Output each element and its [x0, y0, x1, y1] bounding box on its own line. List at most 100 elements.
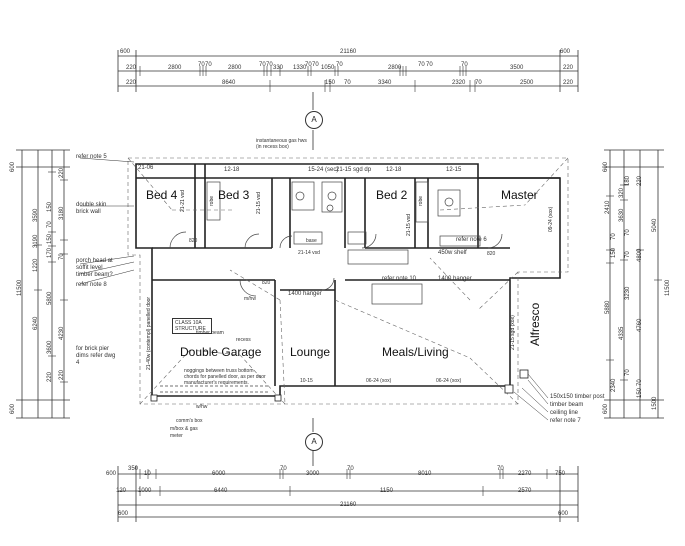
note-refer-8: refer note 8	[76, 282, 107, 288]
bottom-dim-r4-0: 600	[118, 511, 129, 517]
note-timber-beam: timber beam?	[76, 272, 113, 278]
top-dim-r3-4: 3340	[378, 80, 392, 86]
right-dim-mid-3: 4800	[637, 248, 643, 262]
right-dim-mid-6: 4335	[619, 326, 625, 340]
room-bed3: Bed 3	[218, 188, 250, 202]
right-dim-inner-8: 2340	[611, 378, 617, 392]
top-dim-r2-4: 2800	[228, 65, 242, 71]
right-dim-mid-1: 3630	[619, 208, 625, 222]
note-double-skin: double skin brick wall	[76, 202, 107, 215]
note-class-10a: CLASS 10A STRUCTURE	[172, 318, 212, 334]
note-code-0624b: 06-24 (xox)	[436, 378, 462, 384]
right-dim-bottom-600: 600	[603, 403, 609, 414]
top-dim-overall: 21160	[340, 49, 357, 55]
bottom-dim-r1-0: 600	[106, 471, 117, 477]
left-dim-top-600: 600	[10, 161, 16, 172]
top-dim-r3-8: 220	[563, 80, 574, 86]
note-post-150: 150x150 timber post	[550, 394, 605, 400]
top-dim-r2-0: 220	[126, 65, 137, 71]
left-dim-inner-6: 70	[59, 253, 65, 260]
top-dim-r2-14: 70	[418, 62, 425, 68]
top-dim-r3-2: 150	[325, 80, 336, 86]
top-dim-r2-10: 70	[312, 62, 319, 68]
bottom-dim-r1-8: 70	[497, 466, 504, 472]
note-refer-10: refer note 10	[382, 276, 417, 282]
top-dim-r2-7: 330	[273, 65, 284, 71]
note-code-820-c: 820	[487, 251, 496, 257]
room-lounge: Lounge	[290, 345, 331, 359]
top-dim-r2-1: 2800	[168, 65, 182, 71]
note-ceiling-6: 15-24 (sec)	[308, 167, 339, 173]
note-hanger-2: 1400 hanger	[438, 276, 472, 282]
section-marker-top: A	[305, 111, 323, 129]
left-dim-inner-5: 3190	[33, 234, 39, 248]
room-alfresco: Alfresco	[528, 302, 542, 346]
room-bed4: Bed 4	[146, 188, 178, 202]
note-robe-2: robe	[418, 195, 424, 206]
top-dim-r2-11: 1050	[321, 65, 335, 71]
top-dim-r2-6: 70	[266, 62, 273, 68]
bottom-dim-r2-1: 1000	[138, 488, 152, 494]
top-dim-r2-13: 2800	[388, 65, 402, 71]
left-dim-mid-1: 3600	[47, 340, 53, 354]
room-bed2: Bed 2	[376, 188, 408, 202]
top-dim-r3-6: 70	[475, 80, 482, 86]
bottom-dim-r1-3: 6000	[212, 471, 226, 477]
top-dim-left-600: 600	[120, 49, 131, 55]
note-brick-pier: for brick pier dims refer dwg 4	[76, 346, 116, 366]
note-code-0921: 09-24 (xox)	[548, 206, 554, 232]
bottom-dim-r1-9: 2270	[518, 471, 532, 477]
bottom-dim-r4-1: 600	[558, 511, 569, 517]
top-dim-r3-7: 2500	[520, 80, 534, 86]
note-door: 21-40w (contempl) panelled door	[146, 296, 152, 370]
note-code-1215: 12-15	[446, 167, 462, 173]
left-dim-inner-2: 150	[47, 201, 53, 212]
note-timber-beam-3: timber beam	[550, 402, 584, 408]
note-ceiling-4: 21-15 sgd dp	[336, 167, 372, 173]
left-dim-inner-0: 220	[59, 167, 65, 178]
right-dim-inner-10: 70	[637, 379, 643, 386]
top-dim-r2-15: 70	[426, 62, 433, 68]
note-whfs: w/hw	[196, 404, 208, 410]
right-dim-inner-4: 320	[619, 187, 625, 198]
bottom-dim-r2-4: 2570	[518, 488, 532, 494]
left-dim-inner-8: 220	[47, 371, 53, 382]
right-dim-mid-4: 5880	[605, 300, 611, 314]
right-dim-inner-5: 150	[611, 247, 617, 258]
bottom-dim-r1-10: 750	[555, 471, 566, 477]
right-dim-mid-2: 5040	[652, 218, 658, 232]
note-mbox: m/box & gas meter	[170, 426, 198, 439]
note-mhw: m/hw	[244, 296, 256, 302]
top-dim-r2-12: 70	[336, 62, 343, 68]
note-shelf: 450w shelf	[438, 250, 467, 256]
right-dim-inner-2: 220	[637, 175, 643, 186]
right-dim-mid-0: 2410	[605, 200, 611, 214]
note-refer-7: refer note 7	[550, 418, 581, 424]
note-code-1015: 10-15	[300, 378, 313, 384]
note-refer-5: refer note 5	[76, 154, 107, 160]
right-dim-inner-3: 180	[625, 175, 631, 186]
right-dim-mid-7: 1500	[652, 396, 658, 410]
note-ceiling-5: 21-15 vsd	[406, 214, 412, 236]
top-dim-r3-1: 8640	[222, 80, 236, 86]
bottom-dim-r2-0: 120	[116, 488, 127, 494]
note-base: base	[306, 238, 317, 244]
note-code-2115: 21-15 sgd (xox)	[510, 315, 516, 350]
bottom-dim-overall: 21160	[340, 502, 357, 508]
right-dim-inner-7: 3230	[625, 286, 631, 300]
note-porch-head: porch head at soffit level	[76, 258, 113, 271]
top-dim-r2-3: 70	[205, 62, 212, 68]
room-double-garage: Double Garage	[180, 345, 262, 359]
left-dim-inner-3: 70	[47, 221, 53, 228]
right-dim-inner-11: 150	[637, 387, 643, 398]
top-dim-r3-5: 2320	[452, 80, 466, 86]
bottom-dim-r1-5: 3000	[306, 471, 320, 477]
bottom-dim-r1-2: 10	[144, 471, 151, 477]
note-code-1218: 12-18	[224, 167, 240, 173]
top-dim-r2-5: 70	[259, 62, 266, 68]
left-dim-inner-1: 3180	[59, 206, 65, 220]
right-dim-mid-5: 4760	[637, 318, 643, 332]
note-ceiling-2: 21-21 vsd	[180, 190, 186, 212]
top-dim-r2-16: 70	[461, 62, 468, 68]
note-ceiling-7: 21-14 vsd	[298, 250, 320, 256]
